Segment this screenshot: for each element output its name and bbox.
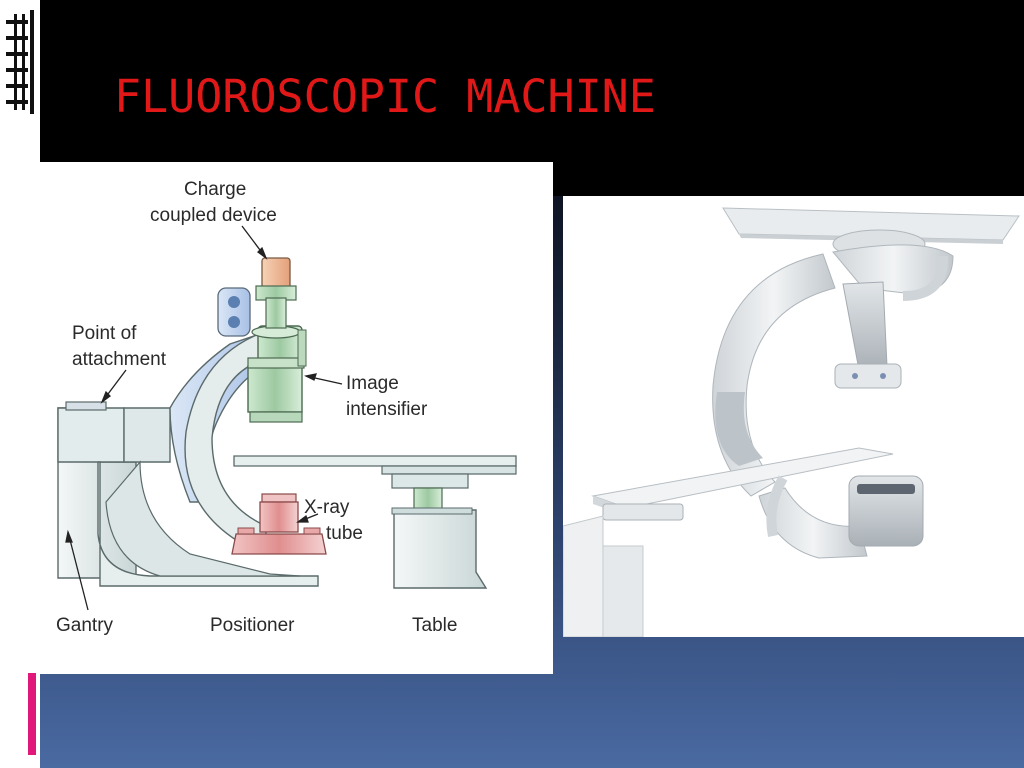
intensifier-label-line1: Image (346, 373, 399, 394)
xray-tube-shape (231, 493, 327, 555)
c-arm-photo-drawing (563, 196, 1024, 637)
stripes-logo-icon (4, 6, 38, 118)
attachment-label-line1: Point of (72, 323, 137, 344)
ccd-label-line2: coupled device (150, 205, 277, 226)
diagram-drawing (57, 225, 517, 611)
attachment-label-line2: attachment (72, 349, 166, 370)
slide-title: FLUOROSCOPIC MACHINE (114, 70, 656, 123)
positioner-label: Positioner (210, 615, 295, 636)
accent-bar (28, 673, 36, 755)
title-band (40, 0, 1024, 162)
gantry-label: Gantry (56, 615, 114, 636)
ccd-label-line1: Charge (184, 179, 247, 200)
ccd-shape (217, 257, 297, 337)
xray-tube-label-line1: X-ray (304, 497, 350, 518)
c-arm-photo (563, 196, 1024, 637)
table-shape (233, 455, 517, 589)
fluoroscope-diagram: Charge coupled device Point of attachmen… (40, 162, 553, 674)
table-label: Table (412, 615, 458, 636)
image-intensifier-shape (247, 325, 307, 423)
intensifier-label-line2: intensifier (346, 399, 428, 420)
xray-tube-label-line2: tube (326, 523, 363, 544)
title-band-extension (553, 162, 1024, 196)
leader-lines (65, 225, 343, 611)
left-margin-strip (0, 0, 40, 768)
